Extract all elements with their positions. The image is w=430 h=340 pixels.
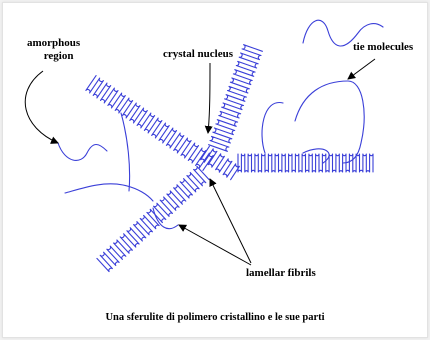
lamella-upper-left bbox=[86, 76, 213, 171]
amorphous-region-label: amorphous region bbox=[27, 37, 80, 63]
crystal-nucleus-arrow bbox=[208, 63, 210, 133]
lamella-center bbox=[201, 146, 240, 179]
lamellar-fibrils-arrow-lower bbox=[179, 225, 251, 265]
tie-molecules-label: tie molecules bbox=[353, 41, 413, 54]
amorphous-label-line2: region bbox=[27, 50, 80, 63]
lamella-lower-left bbox=[97, 166, 209, 271]
lamella-right bbox=[238, 154, 373, 172]
amorphous-label-line1: amorphous bbox=[27, 37, 80, 50]
amorphous-chain-lower-left bbox=[65, 184, 153, 201]
crystal-nucleus-label: crystal nucleus bbox=[163, 48, 233, 61]
lamellar-fibrils-label: lamellar fibrils bbox=[246, 267, 316, 280]
tie-molecule-right bbox=[295, 81, 364, 163]
tie-molecule-mid bbox=[262, 103, 283, 153]
amorphous-region-arrow bbox=[25, 71, 58, 143]
lamellar-fibrils-arrow-upper bbox=[210, 179, 251, 263]
spherulite-figure: amorphous region crystal nucleus tie mol… bbox=[2, 2, 428, 338]
amorphous-chain-left bbox=[58, 143, 107, 160]
amorphous-chain-mid-left bbox=[121, 113, 130, 191]
figure-caption: Una sferulite di polimero cristallino e … bbox=[3, 312, 427, 323]
tie-molecules-arrow bbox=[348, 59, 375, 79]
